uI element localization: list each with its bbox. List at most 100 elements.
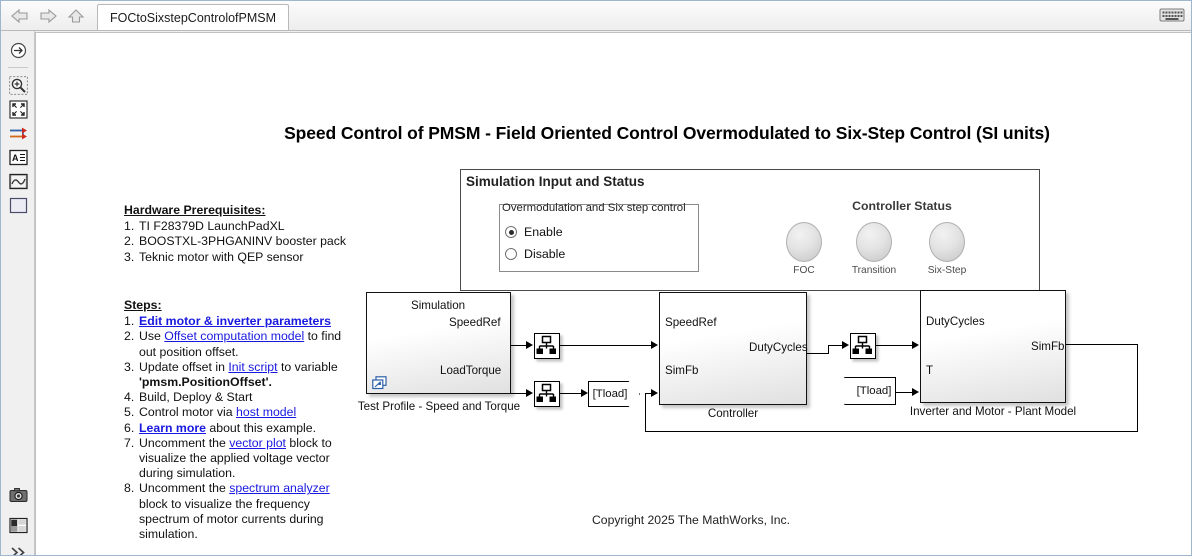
list-item: 7.Uncomment the vector plot block to vis…: [124, 436, 342, 482]
goto-tag-tload[interactable]: [Tload]: [588, 381, 640, 407]
step-text-run: Uncomment the: [139, 481, 230, 496]
signal-highlight-button[interactable]: [9, 124, 28, 143]
model-tab[interactable]: FOCtoSixstepControlofPMSM: [97, 4, 290, 30]
wire-dutycycles-seg3: [828, 345, 843, 347]
test-profile-block[interactable]: [366, 292, 511, 394]
list-item-number: 1.: [124, 219, 135, 234]
wire-speedref-to-probe: [511, 345, 527, 347]
zoom-in-button[interactable]: [9, 76, 28, 95]
list-item: 4. Build, Deploy & Start: [124, 390, 342, 405]
status-lamp-six-step: [929, 222, 965, 262]
step-text-run: block to visualize the applied voltage v…: [139, 435, 332, 481]
step-text-run: to variable: [277, 359, 338, 374]
port-label-simfb-out: SimFb: [1031, 340, 1065, 353]
status-lamp-transition: [856, 222, 892, 262]
status-lamp-label-foc: FOC: [793, 265, 815, 276]
arrow-head: [651, 389, 658, 397]
step-text-run: block to visualize the frequency spectru…: [139, 496, 324, 542]
toolbar-divider: [8, 67, 28, 68]
port-label-t-in: T: [926, 364, 934, 377]
screenshot-button[interactable]: [9, 486, 28, 505]
step-text-run: Uncomment the: [139, 435, 230, 450]
probe-loadtorque[interactable]: [534, 381, 560, 407]
arrow-head: [912, 341, 919, 349]
keyboard-icon[interactable]: [1159, 7, 1185, 23]
port-label-dutycycles-in: DutyCycles: [926, 315, 985, 328]
controller-block[interactable]: [659, 292, 807, 405]
wire-dutycycles-seg2: [828, 345, 830, 354]
radio-option-disable[interactable]: Disable: [505, 247, 565, 261]
list-item-text: Control motor via host model: [139, 405, 342, 420]
expand-toolbar-button[interactable]: [9, 543, 28, 555]
list-item-text: Update offset in Init script to variable…: [139, 360, 342, 390]
list-item-text: Uncomment the vector plot block to visua…: [139, 436, 342, 482]
probe-speedref[interactable]: [534, 333, 560, 359]
title-bar: FOCtoSixstepControlofPMSM: [1, 1, 1191, 31]
list-item: 6.Learn more about this example.: [124, 421, 342, 436]
step-link[interactable]: Learn more: [139, 420, 206, 435]
list-item-number: 2.: [124, 329, 135, 344]
wire-feedback-seg5: [645, 393, 652, 395]
plant-model-block[interactable]: [920, 290, 1066, 403]
list-item-text: Build, Deploy & Start: [139, 390, 342, 405]
step-text-run: Use: [139, 329, 165, 344]
list-item-text: BOOSTXL-3PHGANINV booster pack: [139, 234, 347, 249]
list-item: 1. TI F28379D LaunchPadXL: [124, 219, 354, 234]
from-tag-tload[interactable]: [Tload]: [844, 377, 896, 405]
list-item-text: Learn more about this example.: [139, 421, 342, 436]
up-arrow-icon[interactable]: [63, 5, 89, 27]
steps-heading: Steps:: [124, 298, 162, 312]
arrow-head: [526, 389, 533, 397]
wire-probe-to-controller-speedref: [560, 345, 651, 347]
arrow-head: [842, 341, 849, 349]
list-item-number: 4.: [124, 390, 135, 405]
step-text-run: 'pmsm.PositionOffset'.: [139, 375, 272, 390]
rectangle-button[interactable]: [9, 196, 28, 215]
port-label-speedref-in: SpeedRef: [665, 316, 717, 329]
port-label-loadtorque-out: LoadTorque: [440, 364, 502, 377]
hardware-prerequisites-annotation: Hardware Prerequisites: 1. TI F28379D La…: [124, 203, 354, 265]
test-profile-caption: Test Profile - Speed and Torque: [357, 400, 521, 413]
list-item: 2. BOOSTXL-3PHGANINV booster pack: [124, 234, 354, 249]
step-link[interactable]: spectrum analyzer: [229, 481, 330, 496]
back-arrow-icon[interactable]: [7, 5, 33, 27]
controller-status-title: Controller Status: [852, 199, 952, 213]
list-item: 2.Use Offset computation model to find o…: [124, 329, 342, 359]
explore-mode-button[interactable]: [9, 41, 28, 60]
wire-loadtorque-to-probe: [511, 393, 527, 395]
wire-from-tload-to-plant-t: [896, 392, 912, 394]
status-lamp-label-six-step: Six-Step: [927, 265, 967, 276]
radio-button-icon[interactable]: [505, 226, 517, 238]
step-link[interactable]: Init script: [228, 359, 278, 374]
status-lamp-label-transition: Transition: [851, 265, 897, 276]
annotation-button[interactable]: A: [9, 148, 28, 167]
fit-to-view-button[interactable]: [9, 100, 28, 119]
page-title: Speed Control of PMSM - Field Oriented C…: [284, 123, 1050, 143]
step-link[interactable]: vector plot: [229, 435, 286, 450]
step-link[interactable]: host model: [236, 405, 297, 420]
list-item: 3.Update offset in Init script to variab…: [124, 360, 342, 390]
wire-feedback-seg1: [1066, 344, 1138, 346]
step-link[interactable]: Offset computation model: [164, 329, 305, 344]
wire-feedback-seg3: [645, 431, 1138, 433]
subsystem-icon: [372, 376, 388, 390]
scope-button[interactable]: [9, 172, 28, 191]
hardware-prerequisites-heading: Hardware Prerequisites:: [124, 203, 266, 217]
radio-option-enable[interactable]: Enable: [505, 225, 563, 239]
model-canvas[interactable]: Speed Control of PMSM - Field Oriented C…: [35, 32, 1191, 555]
list-item-number: 2.: [124, 234, 135, 249]
step-link[interactable]: Edit motor & inverter parameters: [139, 314, 332, 329]
port-label-dutycycles-out: DutyCycles: [749, 341, 808, 354]
radio-group-label: Overmodulation and Six step control: [502, 202, 686, 214]
left-toolbar: A: [1, 31, 35, 555]
list-item: 3. Teknic motor with QEP sensor: [124, 250, 354, 265]
probe-dutycycles[interactable]: [850, 333, 876, 359]
list-item-text: Edit motor & inverter parameters: [139, 314, 342, 329]
step-text-run: about this example.: [205, 420, 317, 435]
wire-probe-to-goto-tload: [560, 393, 581, 395]
forward-arrow-icon[interactable]: [35, 5, 61, 27]
radio-button-icon[interactable]: [505, 248, 517, 260]
radio-option-label: Enable: [524, 225, 563, 239]
copyright-text: Copyright 2025 The MathWorks, Inc.: [591, 513, 791, 527]
layout-button[interactable]: [9, 516, 28, 535]
